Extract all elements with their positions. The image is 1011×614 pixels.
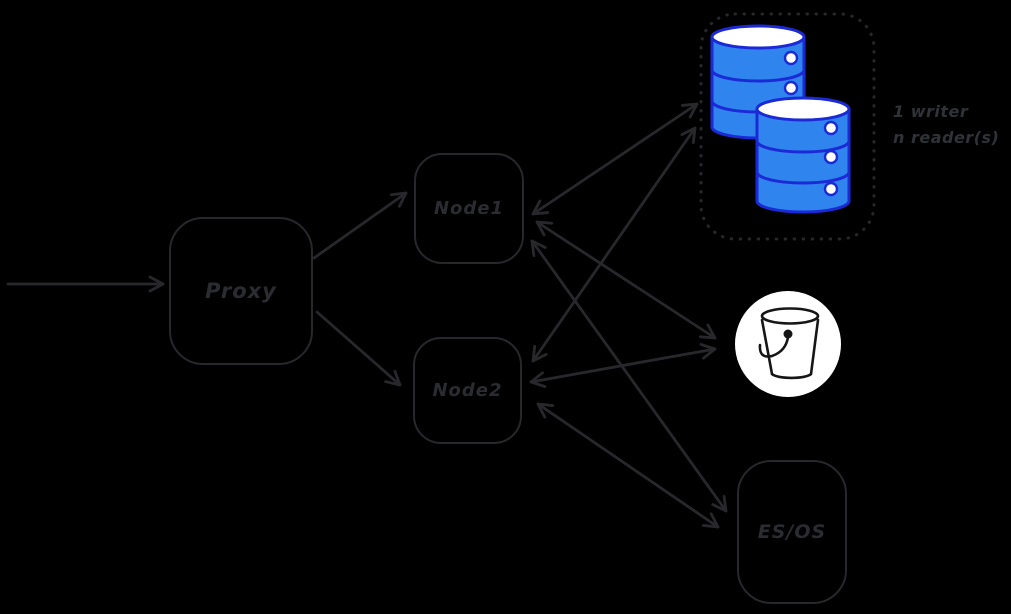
arrow-node1-bucket bbox=[535, 220, 717, 340]
node2-label: Node2 bbox=[432, 380, 503, 401]
annotation-line-2: n reader(s) bbox=[893, 128, 1000, 147]
db-cluster-annotation: 1 writer n reader(s) bbox=[893, 99, 1011, 151]
arrow-proxy-to-node1 bbox=[312, 191, 408, 260]
node-node1: Node1 bbox=[414, 153, 524, 264]
es-os-label: ES/OS bbox=[757, 521, 827, 543]
arrow-node2-db-cluster bbox=[531, 126, 697, 363]
node-es-os: ES/OS bbox=[737, 460, 847, 604]
node-node2: Node2 bbox=[413, 337, 522, 444]
node1-label: Node1 bbox=[433, 198, 505, 219]
proxy-label: Proxy bbox=[205, 279, 277, 303]
database-icon bbox=[755, 96, 851, 214]
arrow-proxy-to-node2 bbox=[315, 310, 402, 387]
arrow-node2-esos bbox=[536, 402, 720, 529]
db-cluster-boundary bbox=[699, 12, 876, 241]
node-proxy: Proxy bbox=[169, 217, 313, 365]
annotation-line-1: 1 writer bbox=[893, 102, 969, 121]
bucket-icon bbox=[735, 291, 841, 397]
